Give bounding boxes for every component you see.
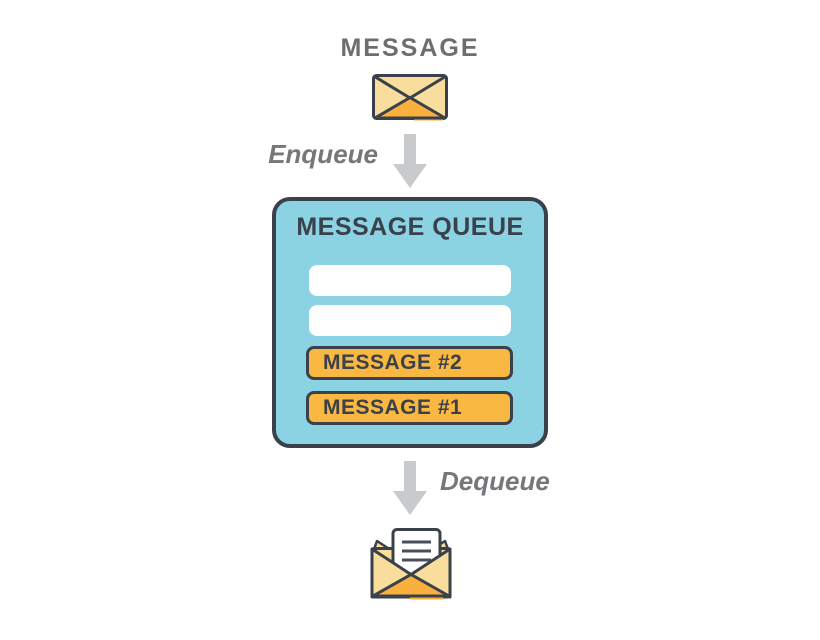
open-envelope-icon <box>370 528 452 600</box>
dequeue-label: Dequeue <box>440 466 550 496</box>
message-queue-box: MESSAGE QUEUE MESSAGE #2 MESSAGE #1 <box>272 197 548 448</box>
queue-title: MESSAGE QUEUE <box>296 213 524 241</box>
arrow-down-icon <box>393 461 427 515</box>
closed-envelope-icon <box>372 74 448 121</box>
queue-slot-message-2: MESSAGE #2 <box>306 346 513 380</box>
queue-slot-message-1: MESSAGE #1 <box>306 391 513 425</box>
queue-slot-empty <box>309 265 511 296</box>
arrow-down-icon <box>393 134 427 188</box>
enqueue-label: Enqueue <box>268 139 378 169</box>
queue-slot-empty <box>309 305 511 336</box>
message-label: MESSAGE <box>340 34 480 62</box>
